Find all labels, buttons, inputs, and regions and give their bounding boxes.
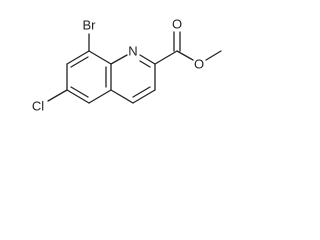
atom-label-bromine: Br xyxy=(83,18,97,33)
atom-label-carbonyl-oxygen: O xyxy=(172,17,182,32)
bond-c3-c4-inner xyxy=(132,86,151,98)
bond-o-methyl xyxy=(205,50,222,61)
bond-carbonyl-c-o xyxy=(176,50,194,61)
bond-c3-c4 xyxy=(132,89,156,104)
bond-c7-c8-inner xyxy=(70,56,89,68)
bond-n1-c2-inner xyxy=(139,60,151,68)
atom-label-ester-oxygen: O xyxy=(194,57,204,72)
bond-c2-carbonyl-c xyxy=(154,50,178,65)
bond-c6-cl xyxy=(47,89,68,102)
atom-label-chlorine: Cl xyxy=(32,99,44,114)
atom-label-ring-nitrogen: N xyxy=(128,44,137,59)
bond-c4-c4a xyxy=(110,89,134,104)
bond-c8a-n1 xyxy=(110,54,128,65)
bond-c7-c8 xyxy=(66,50,90,65)
bond-c5-c6 xyxy=(66,89,90,104)
pyridine-ring xyxy=(110,54,156,104)
bond-n1-c2 xyxy=(139,54,156,65)
bond-c4a-c5 xyxy=(88,89,112,104)
benzene-ring xyxy=(66,50,112,104)
chemical-structure-diagram: Br N O O Cl xyxy=(32,17,222,114)
methyl-ester-group xyxy=(154,31,222,65)
bond-c5-c6-inner xyxy=(70,86,89,98)
bond-c8-c8a xyxy=(88,50,112,65)
